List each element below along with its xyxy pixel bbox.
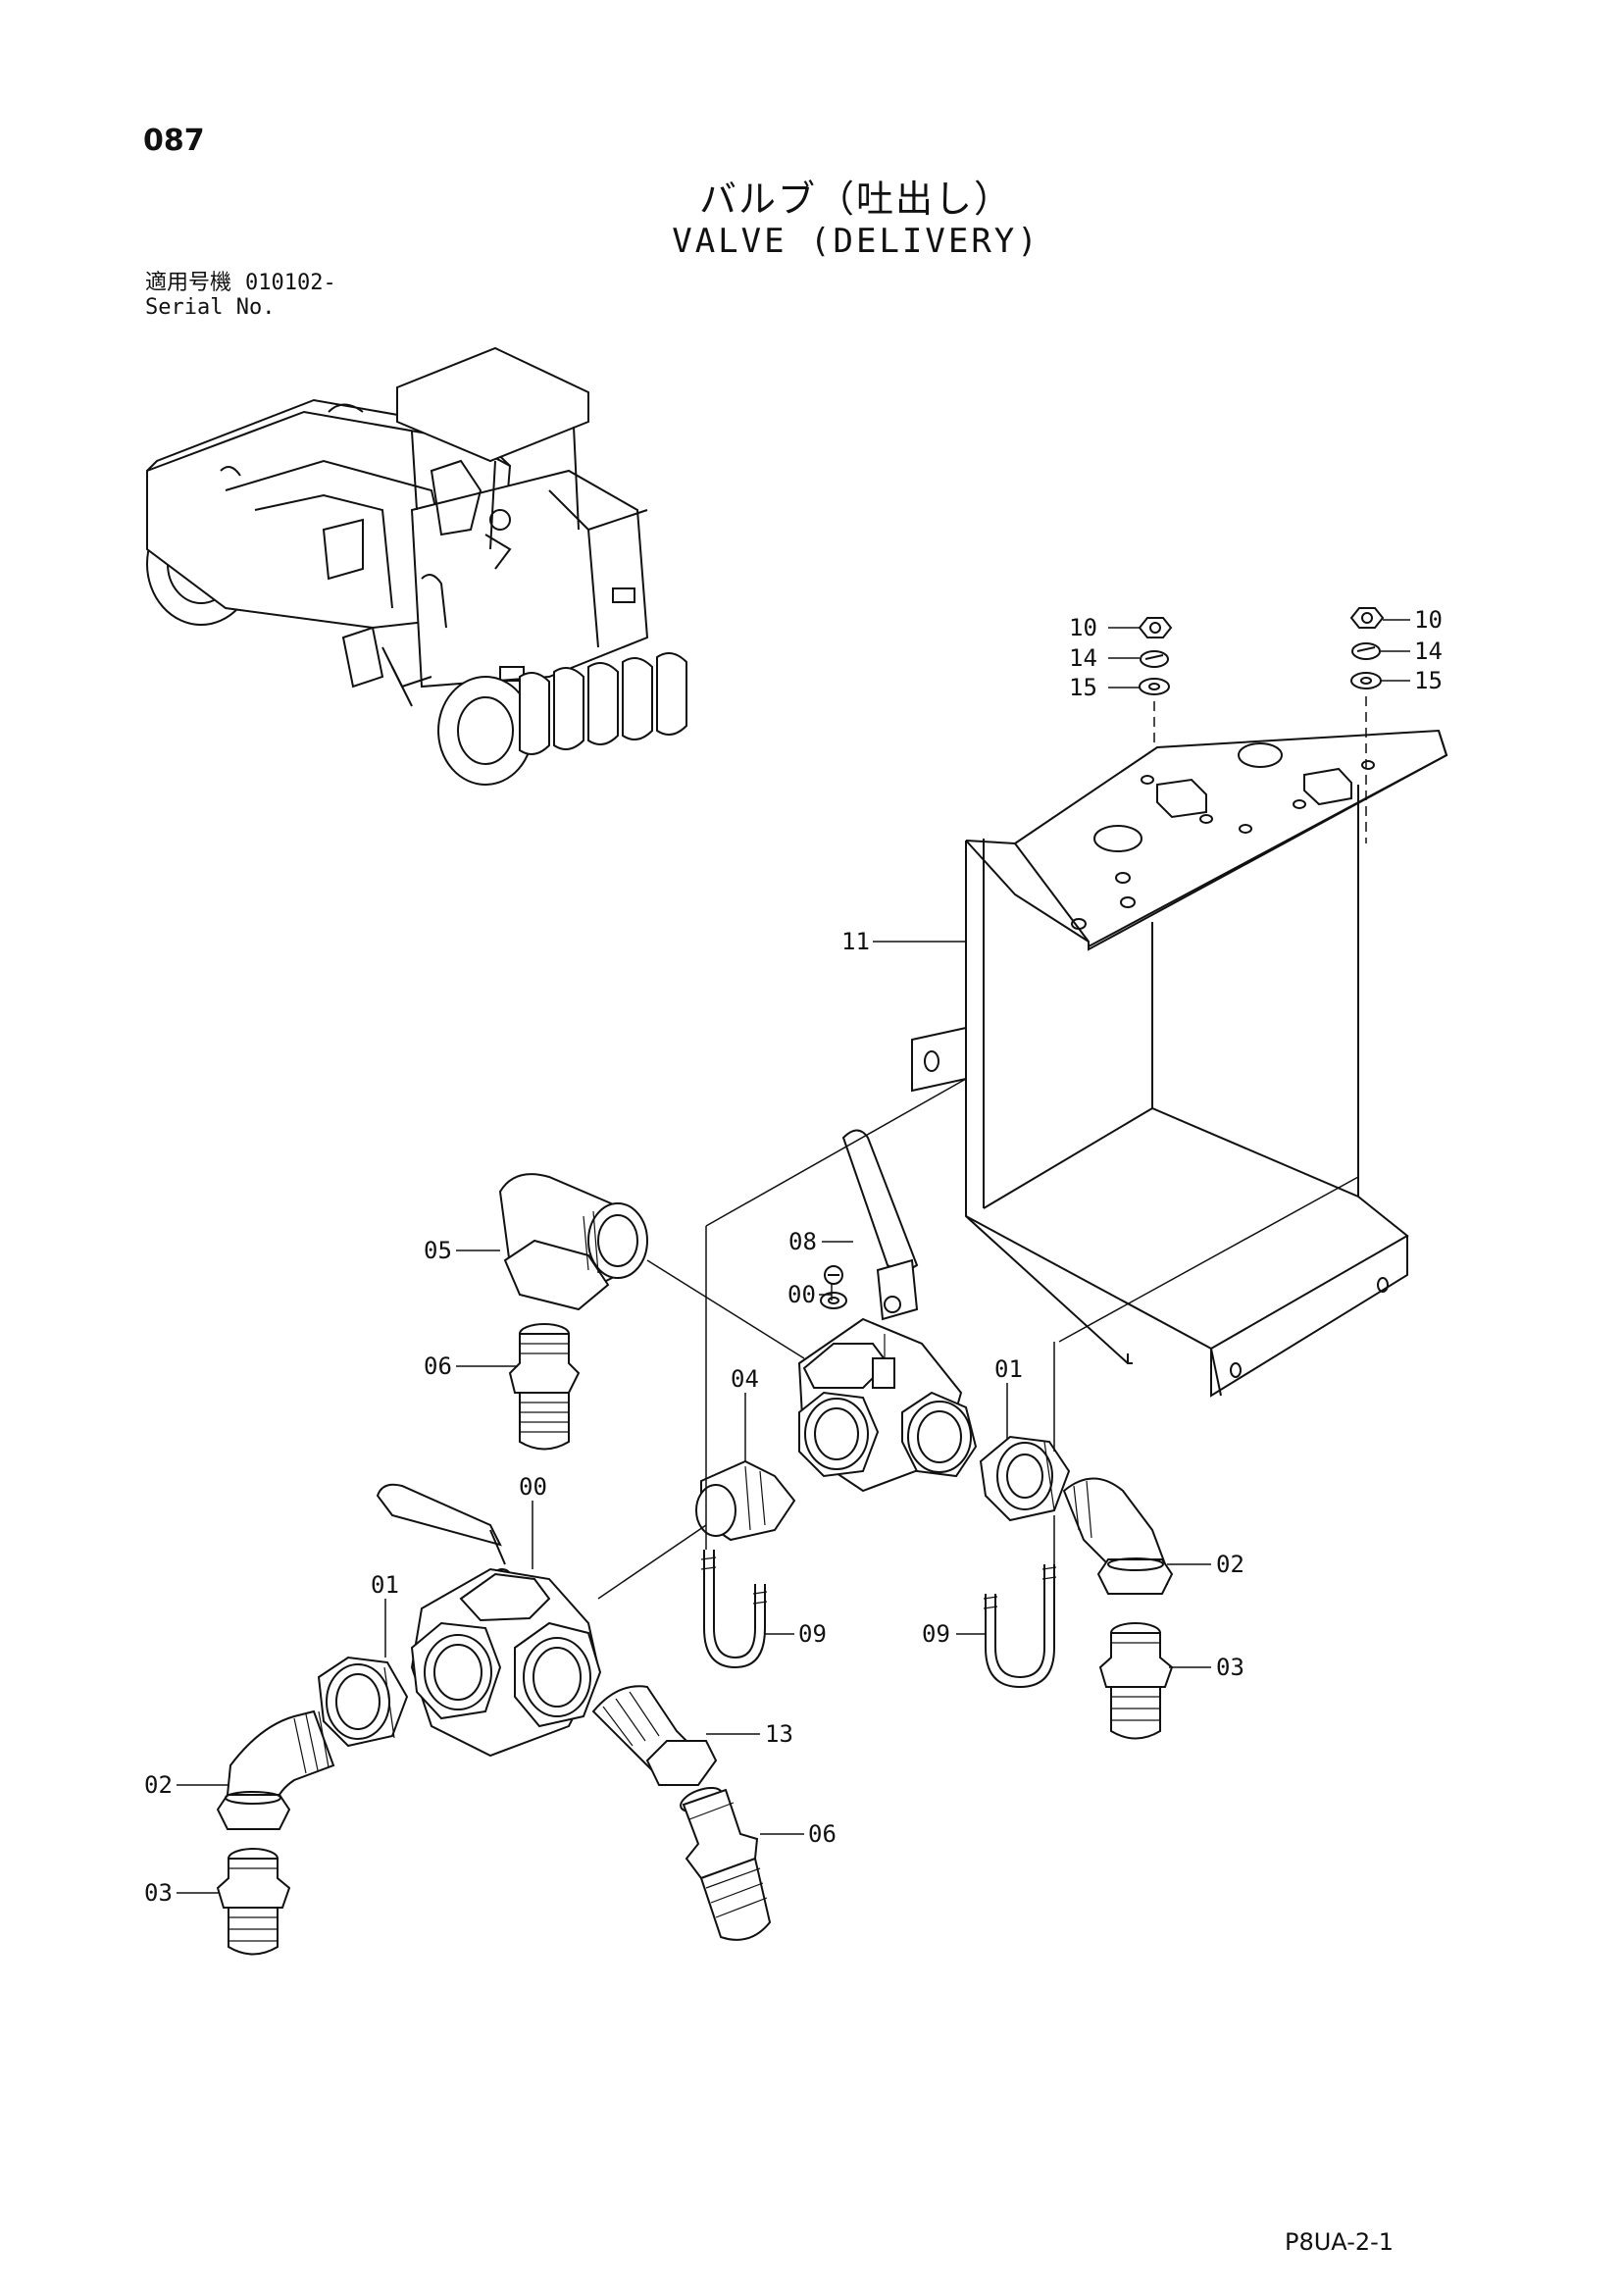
callout-label: 11 [841,928,870,955]
callout-label: 09 [798,1620,827,1648]
callout-label: 00 [787,1281,816,1308]
bracket-11 [911,729,1448,1398]
page-title-english: VALVE (DELIVERY) [672,222,1040,261]
callout-label: 03 [1216,1654,1244,1681]
callout-label: 08 [788,1228,817,1255]
callout-label: 00 [519,1473,547,1501]
serial-range: 010102- [245,271,336,295]
callout-label: 02 [1216,1551,1244,1578]
elbow-05 [498,1173,648,1311]
callout-label: 09 [922,1620,950,1648]
nipple-03-upper [1098,1622,1174,1740]
page-title-japanese: バルブ（吐出し） [698,178,1013,221]
callout-label: 03 [144,1879,173,1907]
leader-lines [177,619,1410,1894]
machine-overview-illustration [146,346,687,786]
callout-label: 01 [994,1355,1023,1383]
hardware-stack-right [1349,607,1385,843]
callout-labels: 10 14 15 10 14 15 11 08 00 05 06 04 01 0… [144,606,1443,1907]
adapter-01-upper [979,1435,1071,1522]
serial-label-japanese: 適用号機 [145,271,232,295]
u-bolt-09-right [983,1564,1057,1689]
elbow-02-upper [1062,1477,1174,1595]
callout-label: 02 [144,1771,173,1799]
footer-page-code: P8UA-2-1 [1285,2228,1395,2256]
reducer-04 [695,1459,796,1542]
callout-label: 10 [1414,606,1443,634]
page-number: 087 [143,124,205,158]
callout-label: 13 [765,1720,793,1748]
hardware-stack-left [1138,617,1173,1000]
serial-line-japanese: 適用号機 010102- [145,271,336,295]
callout-label: 14 [1414,638,1443,665]
serial-label-english: Serial No. [145,295,276,320]
callout-label: 14 [1069,644,1097,672]
callout-label: 04 [731,1365,759,1393]
callout-label: 06 [808,1820,837,1848]
assembly-lines [597,1078,1359,1600]
nipple-06-upper [508,1323,581,1451]
valve-lower [376,1483,602,1758]
nipple-03-lower [216,1848,291,1956]
valve-upper [797,1129,978,1493]
callout-label: 15 [1069,674,1097,701]
callout-label: 10 [1069,614,1097,641]
callout-label: 05 [424,1237,452,1264]
serial-number-block: 適用号機 010102- Serial No. [145,271,336,320]
callout-label: 01 [371,1571,399,1599]
adapter-01-lower [317,1656,409,1748]
elbow-02-lower [216,1709,335,1830]
callout-label: 06 [424,1352,452,1380]
callout-label: 15 [1414,667,1443,694]
elbow-13 [591,1685,718,1786]
nipple-06-lower [680,1786,772,1941]
u-bolt-09-left [700,1550,768,1669]
